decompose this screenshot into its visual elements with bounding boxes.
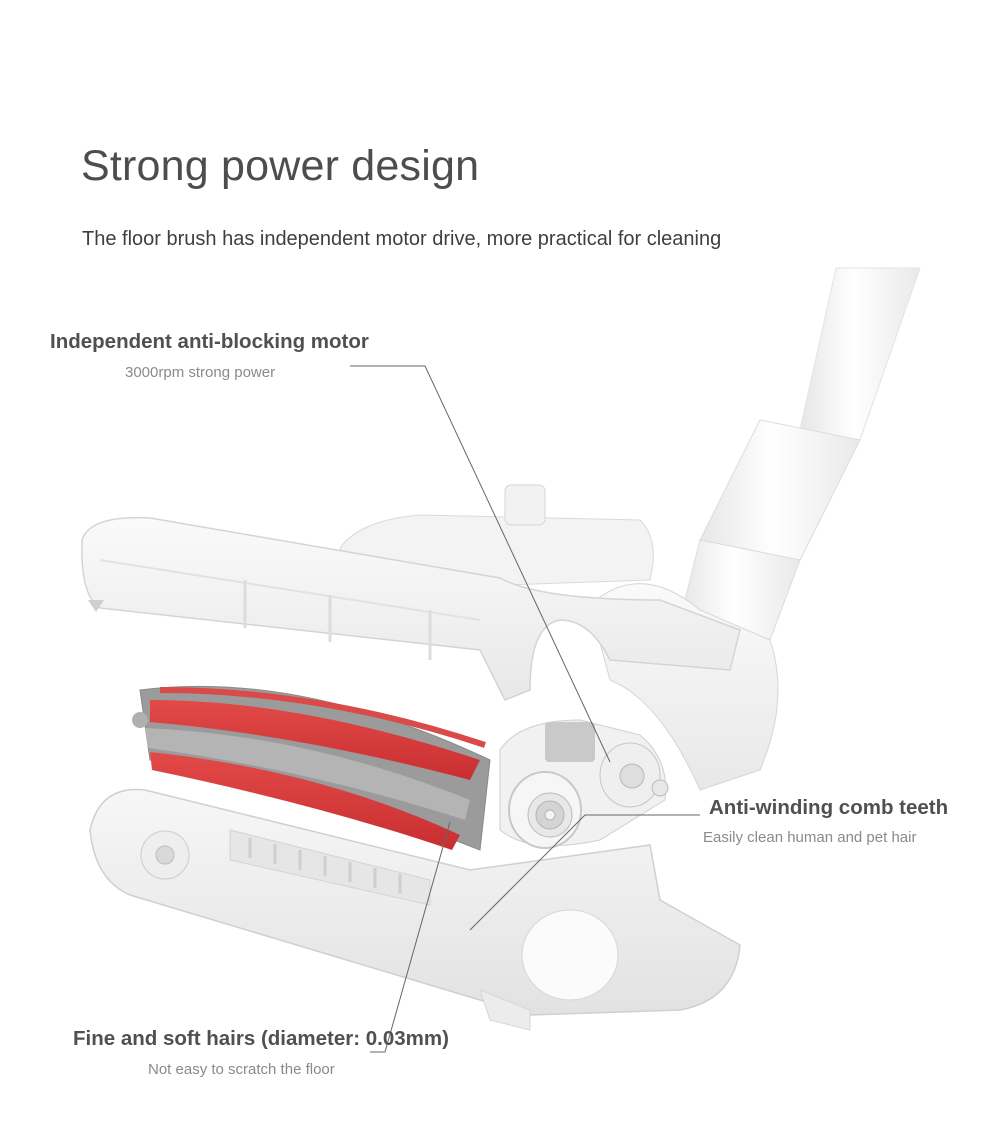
callout-motor-title: Independent anti-blocking motor: [50, 330, 369, 353]
floor-brush-exploded-illustration: [81, 267, 921, 1053]
motor-housing: [499, 719, 669, 849]
base-tray: [89, 788, 741, 1031]
top-cover: [81, 484, 741, 701]
gear-icon: [535, 800, 565, 830]
callout-comb-teeth-title: Anti-winding comb teeth: [709, 796, 949, 819]
callout-soft-hairs-description: Not easy to scratch the floor: [148, 1061, 335, 1078]
callout-leader-lines: [350, 365, 700, 1053]
roller-brush: [132, 685, 491, 851]
callout-comb-teeth-description: Easily clean human and pet hair: [703, 829, 917, 846]
page-subtitle: The floor brush has independent motor dr…: [82, 228, 722, 250]
callout-motor-description: 3000rpm strong power: [125, 364, 276, 381]
vacuum-tube: [679, 267, 921, 641]
page-title: Strong power design: [81, 142, 480, 190]
callout-soft-hairs-title: Fine and soft hairs (diameter: 0.03mm): [73, 1027, 449, 1050]
